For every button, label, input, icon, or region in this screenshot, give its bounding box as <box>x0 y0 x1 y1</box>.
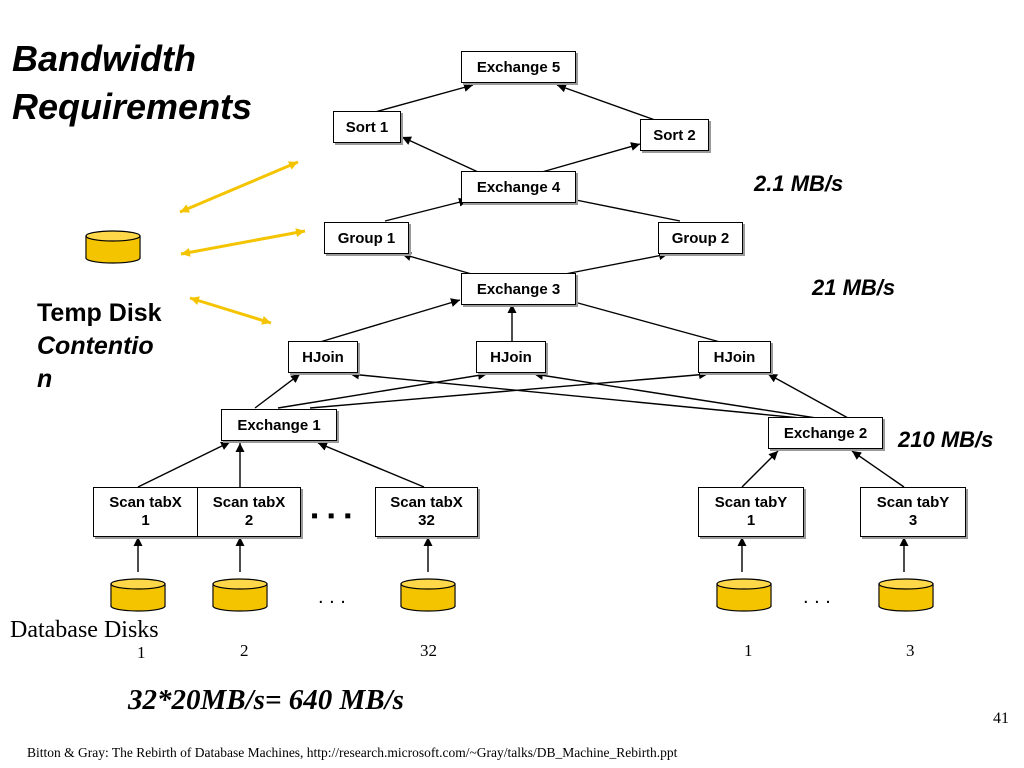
scan-ellipsis: ▪ ▪ ▪ <box>311 505 354 527</box>
database-disk-x32-icon <box>400 578 456 612</box>
plan-arrows <box>133 83 909 572</box>
scan-tabx-32-line-1: Scan tabX <box>390 494 463 511</box>
slide-title: Bandwidth Requirements <box>12 35 252 131</box>
node-hjoin-2: HJoin <box>476 341 546 373</box>
node-exchange-5: Exchange 5 <box>461 51 576 83</box>
arrow-exchange2-hjoin3 <box>767 373 849 419</box>
node-sort-2: Sort 2 <box>640 119 709 151</box>
node-hjoin-3: HJoin <box>698 341 771 373</box>
database-disk-y1-icon <box>716 578 772 612</box>
temp-disk-line-3: n <box>37 365 53 393</box>
temp-disk-line-1: Temp Disk <box>37 299 162 327</box>
scan-taby-3-line-1: Scan tabY <box>876 494 950 511</box>
page-number: 41 <box>993 710 1009 727</box>
node-exchange-1: Exchange 1 <box>221 409 337 441</box>
arrow-group2-exchange4 <box>565 195 681 222</box>
contention-arrows <box>179 160 306 325</box>
node-exchange-3: Exchange 3 <box>461 273 576 305</box>
node-group-2: Group 2 <box>658 222 743 254</box>
arrow-exchange3-group1 <box>401 252 476 276</box>
arrow-scany3-exchange2 <box>851 450 905 488</box>
rate-label-bottom: 210 MB/s <box>898 427 994 452</box>
disk-number-y1: 1 <box>744 641 753 660</box>
scan-taby-1-line-2: 1 <box>746 512 756 529</box>
scan-tabx-1-line-1: Scan tabX <box>109 494 182 511</box>
disk-ellipsis-y: . . . <box>803 586 831 608</box>
arrow-hjoin1-exchange3 <box>319 298 461 343</box>
arrow-scanx1-exchange1 <box>137 441 231 488</box>
scan-tabx-32-line-2: 32 <box>418 512 435 529</box>
node-exchange-2: Exchange 2 <box>768 417 883 449</box>
scan-tabx-2-line-2: 2 <box>244 512 254 529</box>
arrow-scanx32-exchange1 <box>317 442 425 488</box>
disk-number-x2: 2 <box>240 641 249 660</box>
contention-arrow-top <box>179 160 299 214</box>
arrow-exchange3-group2 <box>559 251 669 276</box>
citation: Bitton & Gray: The Rebirth of Database M… <box>27 745 678 760</box>
node-scan-taby-1: Scan tabY 1 <box>698 487 804 537</box>
database-disk-x1-icon <box>110 578 166 612</box>
node-scan-tabx-32: Scan tabX 32 <box>375 487 478 537</box>
node-hjoin-1: HJoin <box>288 341 358 373</box>
arrow-scany1-exchange2 <box>741 450 779 488</box>
scan-tabx-2-line-1: Scan tabX <box>212 494 286 511</box>
scan-taby-1-line-1: Scan tabY <box>714 494 788 511</box>
total-bandwidth: 32*20MB/s= 640 MB/s <box>128 684 404 716</box>
disk-number-x1: 1 <box>137 643 146 662</box>
node-group-1: Group 1 <box>324 222 409 254</box>
arrow-exchange1-hjoin2 <box>277 371 488 409</box>
database-disks-label: Database Disks <box>10 617 159 643</box>
arrow-sort2-exchange5 <box>556 83 656 121</box>
temp-disk-icon <box>85 230 141 264</box>
scan-taby-3-line-2: 3 <box>908 512 918 529</box>
node-scan-tabx-1: Scan tabX 1 <box>93 487 198 537</box>
arrow-exchange1-hjoin3 <box>309 370 709 409</box>
disk-ellipsis-x: . . . <box>318 586 346 608</box>
title-line-2: Requirements <box>12 86 253 127</box>
arrow-hjoin3-exchange3 <box>566 298 721 343</box>
node-exchange-4: Exchange 4 <box>461 171 576 203</box>
rate-label-top: 2.1 MB/s <box>754 171 844 196</box>
node-scan-tabx-2: Scan tabX 2 <box>197 487 301 537</box>
contention-arrow-bottom <box>189 296 272 325</box>
scan-tabx-1-line-2: 1 <box>141 512 150 529</box>
temp-disk-line-2: Contentio <box>37 332 154 360</box>
database-disk-y3-icon <box>878 578 934 612</box>
arrow-exchange4-sort1 <box>401 136 479 173</box>
rate-label-middle: 21 MB/s <box>812 275 896 300</box>
temp-disk-label: Temp Disk Contentio n <box>37 297 187 396</box>
arrow-exchange4-sort2 <box>541 142 641 173</box>
disk-number-y3: 3 <box>906 641 915 660</box>
node-sort-1: Sort 1 <box>333 111 401 143</box>
arrow-exchange2-hjoin2 <box>533 370 817 419</box>
arrow-exchange1-hjoin1 <box>254 373 301 409</box>
database-disk-x2-icon <box>212 578 268 612</box>
title-line-1: Bandwidth <box>12 38 196 79</box>
contention-arrow-middle <box>180 228 306 257</box>
node-scan-taby-3: Scan tabY 3 <box>860 487 966 537</box>
arrow-group1-exchange4 <box>384 197 469 222</box>
arrow-exchange2-hjoin1 <box>349 370 801 419</box>
arrow-sort1-exchange5 <box>374 83 474 113</box>
disk-number-x32: 32 <box>420 641 437 660</box>
